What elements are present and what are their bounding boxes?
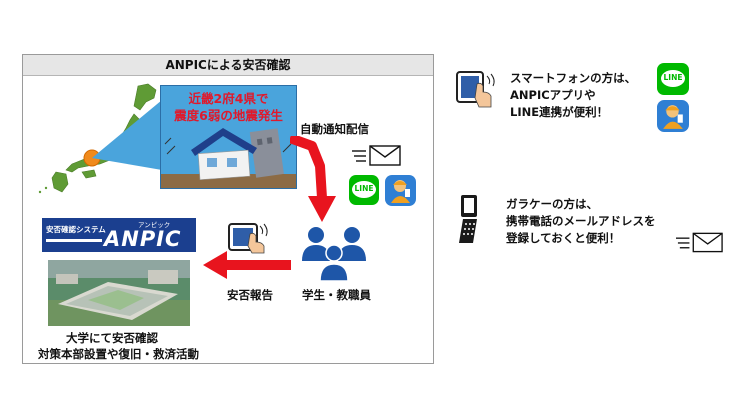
arrow-right-icon bbox=[290, 136, 336, 222]
safety-report-label: 安否報告 bbox=[227, 288, 273, 302]
panel-title: ANPICによる安否確認 bbox=[23, 55, 433, 76]
earthquake-callout: 近畿2府4県で 震度6弱の地震発生 bbox=[160, 85, 297, 189]
feature-phone-line-1: ガラケーの方は、 bbox=[506, 197, 598, 211]
house-icon bbox=[161, 128, 296, 188]
tablet-tap-icon bbox=[228, 223, 268, 254]
result-line-1: 大学にて安否確認 bbox=[66, 331, 158, 345]
anpic-banner-small: 安否確認システム bbox=[46, 225, 106, 234]
university-photo bbox=[48, 260, 190, 326]
arrow-left-icon bbox=[203, 251, 291, 279]
anpic-banner: 安否確認システム アンピック ANPIC bbox=[42, 216, 196, 258]
anpic-app-icon bbox=[657, 100, 689, 132]
smartphone-line-2: ANPICアプリや bbox=[510, 88, 596, 102]
feature-phone-icon bbox=[459, 195, 477, 243]
callout-wedge bbox=[92, 100, 162, 170]
anpic-app-icon bbox=[385, 175, 416, 206]
quake-line-2: 震度6弱の地震発生 bbox=[174, 108, 283, 123]
line-app-label: LINE bbox=[354, 184, 374, 193]
auto-notify-label: 自動通知配信 bbox=[300, 122, 369, 136]
anpic-banner-ruby: アンピック bbox=[138, 221, 171, 229]
anpic-banner-brand: ANPIC bbox=[104, 227, 182, 251]
envelope-icon bbox=[352, 145, 401, 166]
recipients-label: 学生・教職員 bbox=[302, 288, 371, 302]
people-icon bbox=[302, 227, 366, 282]
line-app-label: LINE bbox=[663, 73, 683, 82]
smartphone-note: スマートフォンの方は、 ANPICアプリや LINE連携が便利！ bbox=[510, 70, 636, 121]
feature-phone-note: ガラケーの方は、 携帯電話のメールアドレスを 登録しておくと便利！ bbox=[506, 196, 656, 247]
feature-phone-line-2: 携帯電話のメールアドレスを bbox=[506, 214, 656, 228]
envelope-icon bbox=[676, 232, 723, 253]
smartphone-line-1: スマートフォンの方は、 bbox=[510, 71, 637, 85]
smartphone-line-3: LINE連携が便利！ bbox=[510, 105, 609, 119]
line-app-icon: LINE bbox=[349, 175, 379, 205]
tablet-tap-icon bbox=[456, 71, 495, 108]
line-app-icon: LINE bbox=[657, 63, 689, 95]
quake-line-1: 近畿2府4県で bbox=[188, 91, 269, 106]
result-line-2: 対策本部設置や復旧・救済活動 bbox=[38, 347, 199, 361]
feature-phone-line-3: 登録しておくと便利！ bbox=[506, 231, 621, 245]
